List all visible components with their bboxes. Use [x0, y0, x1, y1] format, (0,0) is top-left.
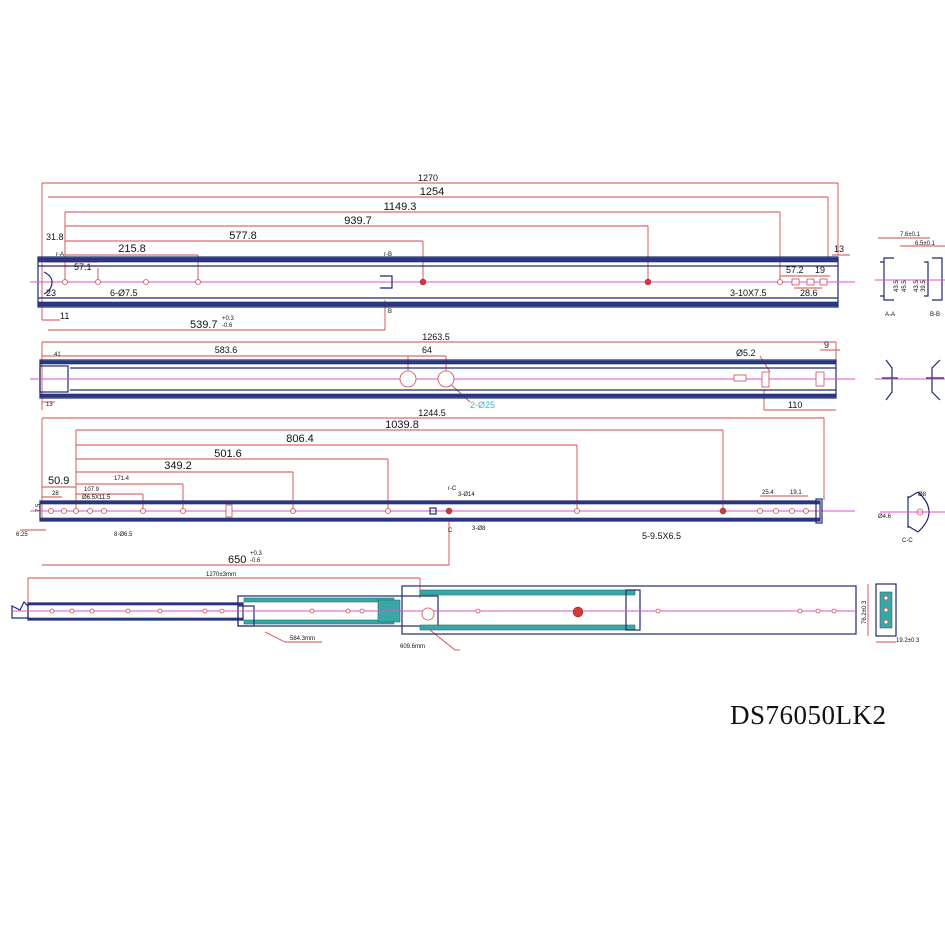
- dim-text: 1149.3: [384, 201, 417, 213]
- dim-text: 50.9: [48, 475, 69, 487]
- dim-text: 39.5: [921, 280, 927, 292]
- callout-text: 2-Ø25: [470, 400, 495, 410]
- dim-text: 25.4: [762, 490, 774, 496]
- dim-text: 650: [228, 554, 246, 566]
- section-mark: r-C: [448, 486, 457, 492]
- section-mark: r-B: [384, 252, 392, 258]
- dim-text: -0.6: [250, 558, 261, 564]
- dim-text: 28.6: [800, 288, 818, 298]
- dim-text: 3-Ø8: [472, 526, 486, 532]
- dim-text: 583.6: [215, 345, 238, 355]
- dim-text: +0.3: [250, 551, 263, 557]
- dim-text: 64: [422, 345, 432, 355]
- dim-text: 1254: [420, 186, 444, 198]
- dim-text: 9: [824, 340, 829, 350]
- dim-text: 19.1: [790, 490, 802, 496]
- dim-text: Ø6.5X11.5: [82, 495, 111, 501]
- dim-text: 1270±3mm: [206, 572, 236, 578]
- view2-intermediate-member: 1263.5 583.6 64 41 13 Ø5.2 9 110 2-Ø25: [30, 332, 855, 411]
- dim-text: 8-Ø6.5: [114, 532, 133, 538]
- dim-text: 1244.5: [418, 408, 446, 418]
- section-label: C-C: [902, 538, 913, 544]
- section-mark: C: [448, 528, 453, 534]
- model-number-label: DS76050LK2: [730, 700, 887, 730]
- section-mark: r-A: [56, 252, 64, 258]
- dim-text: 6-Ø7.5: [110, 288, 138, 298]
- dim-text: 3-Ø14: [458, 492, 475, 498]
- dim-text: 57.1: [74, 262, 92, 272]
- dim-text: 215.8: [118, 243, 146, 255]
- dim-text: 609.6mm: [400, 644, 425, 650]
- dim-text: 5-9.5X6.5: [642, 531, 681, 541]
- dim-text: 76.2±0.3: [862, 600, 868, 624]
- dim-text: 19: [815, 265, 825, 275]
- dim-text: 171.4: [114, 476, 130, 482]
- dim-text: 7.6±0.1: [900, 232, 921, 238]
- dim-text: 57.2: [786, 265, 804, 275]
- dim-text: 6.5±0.1: [915, 241, 936, 247]
- view1-outer-member: 1270 1254 1149.3 939.7 577.8 215.8 31.8 …: [30, 173, 855, 331]
- section-view-a-b: 7.6±0.1 6.5±0.1 43.5 45.5 43.5 39.5 A-A …: [875, 232, 945, 318]
- dim-text: 41: [54, 352, 61, 358]
- dim-text: 584.3mm: [290, 636, 315, 642]
- dim-text: 28: [52, 491, 59, 497]
- dim-text: 107.9: [84, 487, 100, 493]
- section-view-b: [875, 359, 945, 401]
- dim-text: Ø4.6: [878, 514, 892, 520]
- dim-text: -0.6: [222, 323, 233, 329]
- dim-text: 7.5: [36, 503, 42, 512]
- dim-text: 45.5: [902, 280, 908, 292]
- dim-text: 939.7: [344, 215, 372, 227]
- dim-text: 806.4: [286, 433, 314, 445]
- section-label: A-A: [885, 312, 895, 318]
- view3-inner-member: 1244.5 1039.8 806.4 501.6 349.2 171.4 10…: [16, 408, 855, 566]
- dim-text: Ø5.2: [736, 348, 756, 358]
- dim-text: 3-10X7.5: [730, 288, 767, 298]
- dim-text: 1263.5: [422, 332, 450, 342]
- dim-text: 13: [46, 402, 53, 408]
- dim-text: 539.7: [190, 319, 218, 331]
- dim-text: 13: [834, 244, 844, 254]
- dim-text: 110: [788, 400, 802, 410]
- dim-text: 19.2±0.3: [896, 638, 920, 644]
- dim-text: Ø8: [918, 492, 927, 498]
- dim-text: 349.2: [164, 460, 192, 472]
- section-mark: B: [388, 309, 392, 315]
- section-label: B-B: [930, 312, 940, 318]
- end-profile-view: 76.2±0.3 19.2±0.3: [862, 583, 920, 644]
- dim-text: 43.5: [914, 280, 920, 292]
- section-view-c: Ø8 Ø4.6 C-C: [878, 491, 945, 544]
- dim-text: 31.8: [46, 232, 64, 242]
- dim-text: 1270: [418, 173, 438, 183]
- dim-text: 1039.8: [385, 419, 419, 431]
- view4-extended-assembly: 1270±3mm 584.3mm 609.6mm: [11, 572, 857, 651]
- dim-text: 501.6: [214, 448, 242, 460]
- dim-text: 11: [60, 311, 69, 321]
- dim-text: 43.5: [894, 280, 900, 292]
- dim-text: 577.8: [229, 230, 257, 242]
- dim-text: 23: [46, 288, 56, 298]
- dim-text: +0.3: [222, 316, 235, 322]
- dim-text: 6.25: [16, 532, 28, 538]
